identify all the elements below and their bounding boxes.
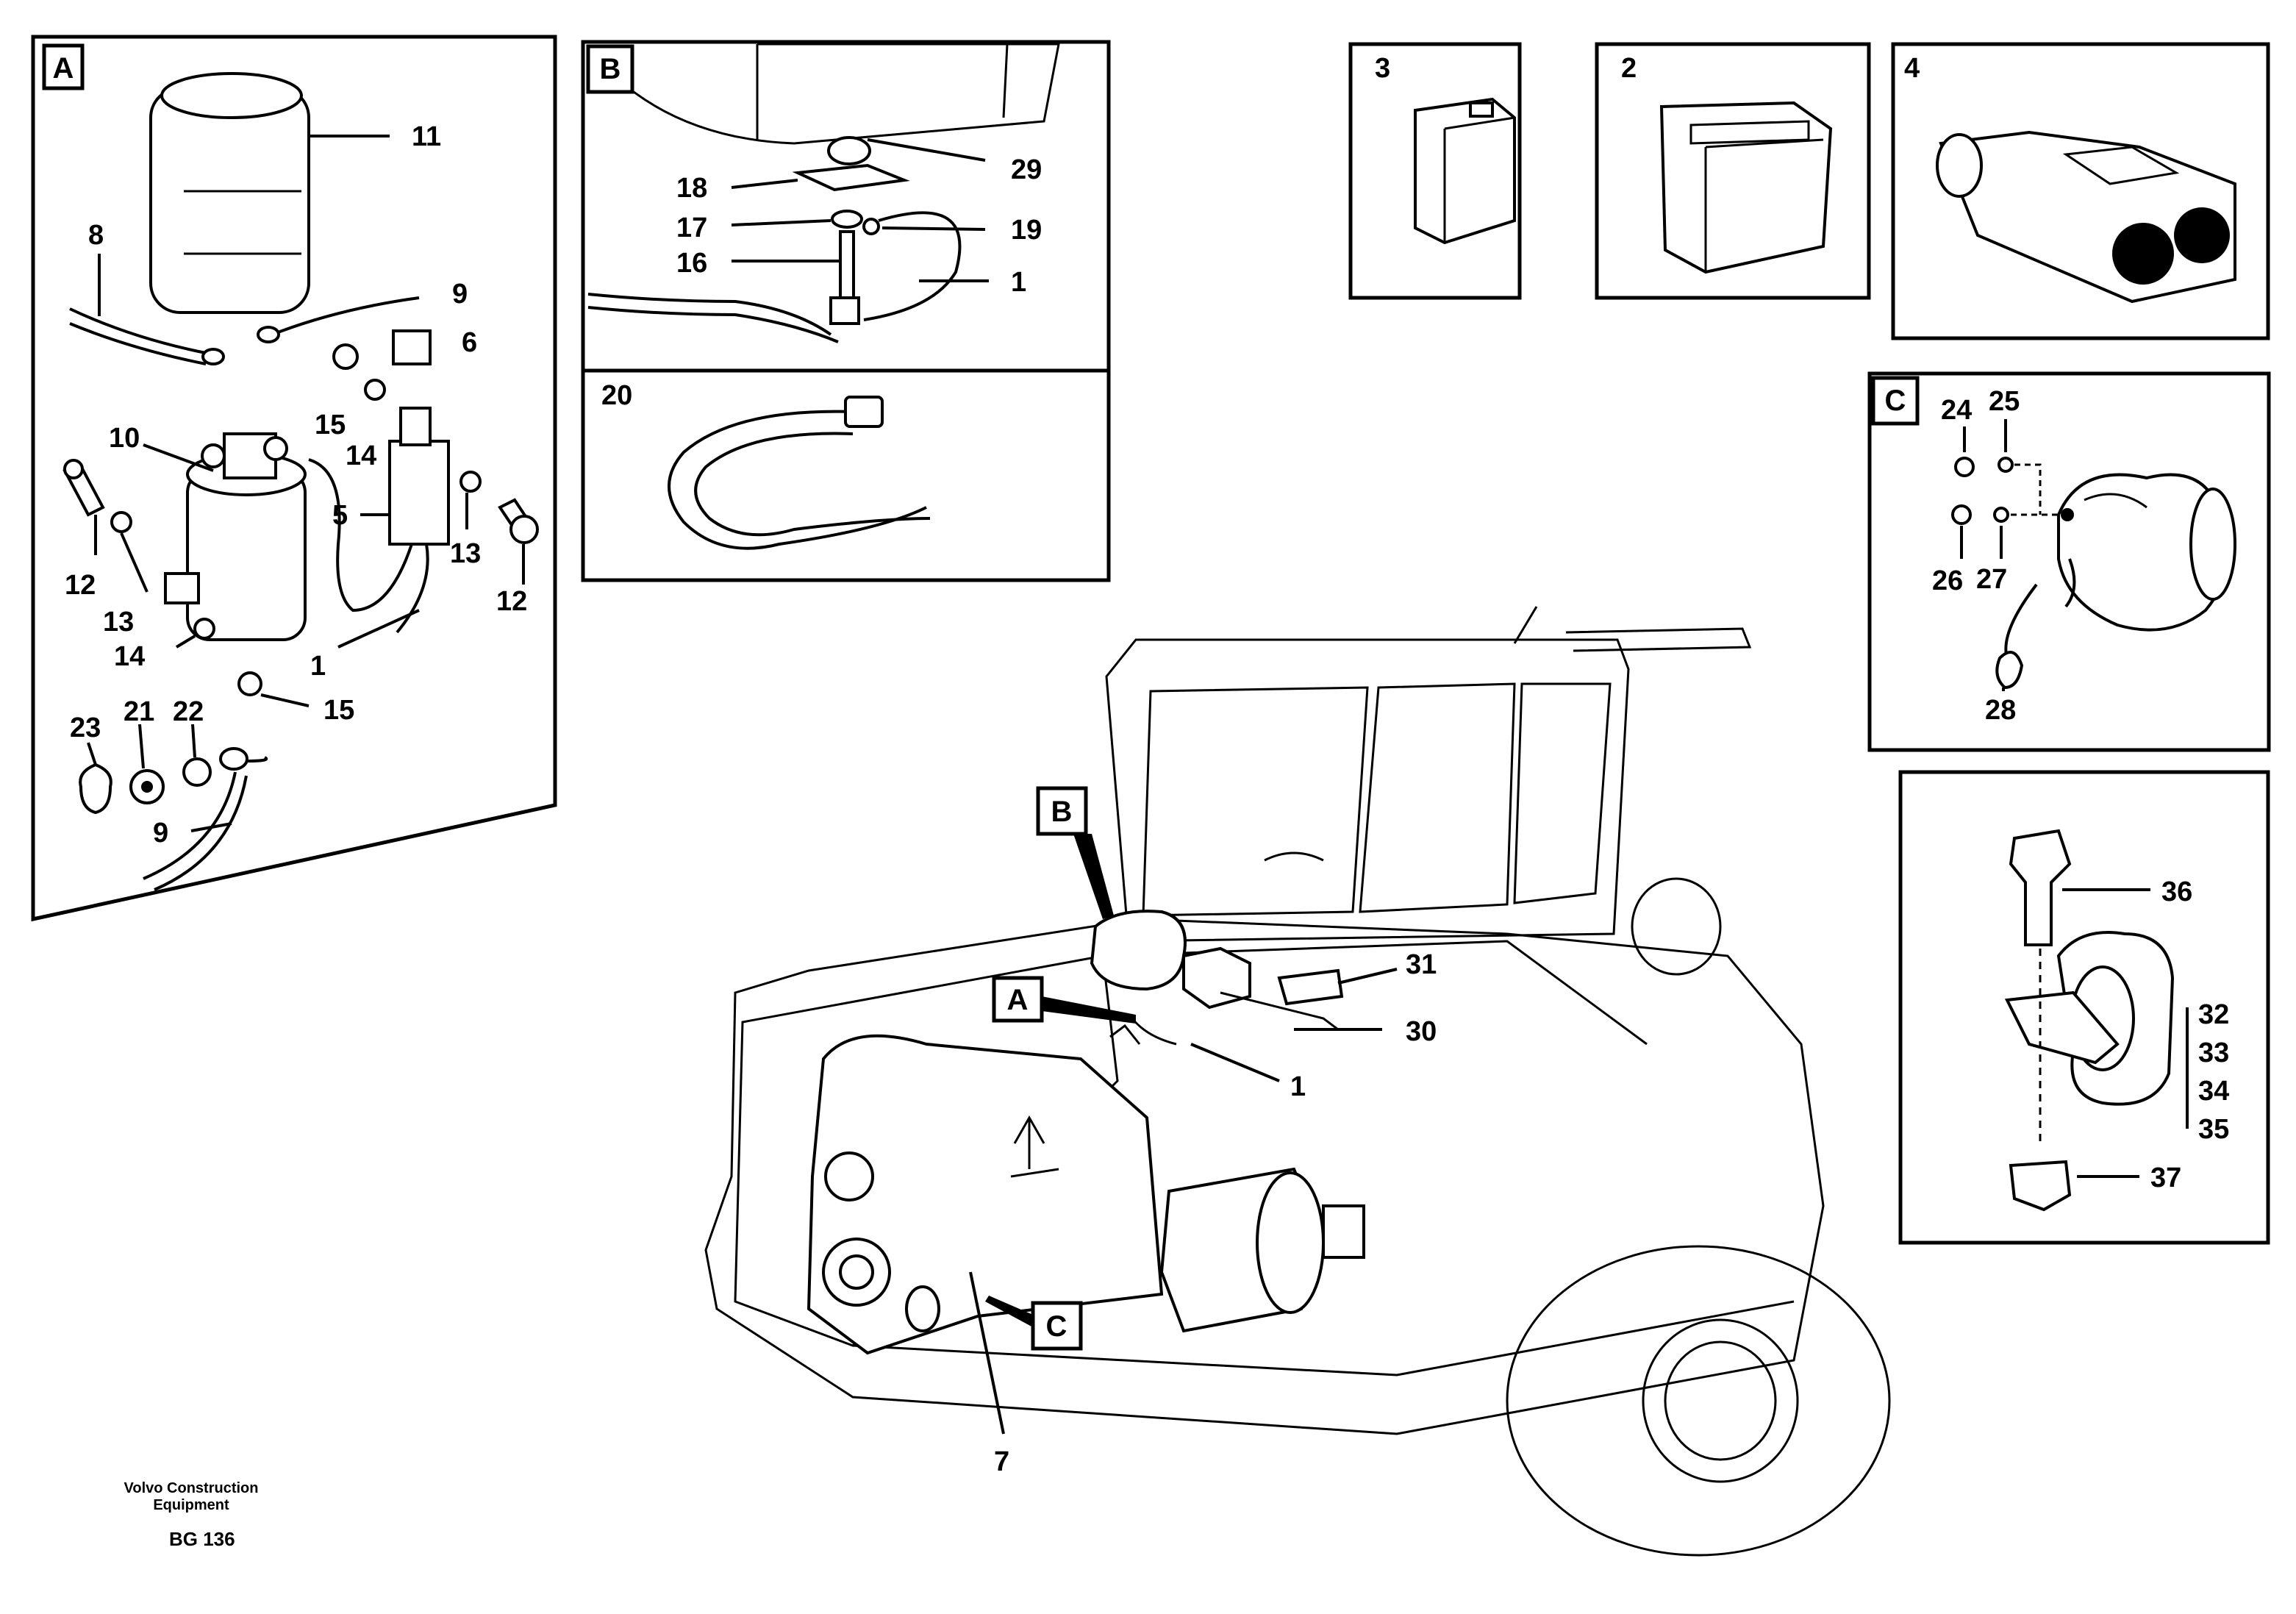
- main-callout-7: 7: [994, 1446, 1009, 1477]
- callout-a-22: 22: [173, 696, 204, 727]
- callout-a-10: 10: [109, 423, 140, 454]
- callout-a-9-top: 9: [452, 279, 468, 310]
- callout-mount-37: 37: [2150, 1163, 2181, 1193]
- panel-strap: 20: [581, 368, 1111, 582]
- panel-c: C 24 25 26 27 28: [1867, 371, 2271, 752]
- company-name-line1: Volvo Construction: [124, 1480, 259, 1496]
- relay-cover-illustration: [149, 72, 310, 314]
- callout-a-11: 11: [412, 121, 441, 152]
- main-callouts: B A C 31 30 1 7: [969, 786, 1437, 1477]
- main-callout-1: 1: [1290, 1071, 1306, 1102]
- footer: Volvo Construction Equipment BG 136: [124, 1480, 259, 1550]
- callout-a-14-top: 14: [346, 440, 376, 471]
- main-machine-illustration: [704, 606, 1891, 1557]
- main-tag-b: B: [1051, 796, 1073, 828]
- callout-a-12-left: 12: [65, 570, 96, 601]
- callout-a-21: 21: [124, 696, 154, 727]
- panel-a-tag: A: [53, 52, 74, 85]
- callout-a-12-right: 12: [496, 586, 527, 617]
- panel-b: B 29 18 17 19 16 1: [581, 40, 1111, 373]
- callout-b-1: 1: [1011, 267, 1026, 298]
- callout-a-13-right: 13: [450, 538, 481, 569]
- callout-a-9-bottom: 9: [153, 818, 168, 849]
- callout-mount-36: 36: [2161, 876, 2192, 907]
- panel-connector-4: 4: [1891, 42, 2270, 340]
- callout-mount-34: 34: [2198, 1076, 2229, 1107]
- callout-b-29: 29: [1011, 154, 1042, 185]
- callout-a-8: 8: [88, 220, 104, 251]
- connector-4-number: 4: [1904, 53, 1920, 84]
- main-tag-c: C: [1046, 1310, 1067, 1343]
- connector-2-number: 2: [1621, 53, 1637, 84]
- callout-c-26: 26: [1932, 565, 1963, 596]
- callout-b-19: 19: [1011, 215, 1042, 246]
- panel-connector-2: 2: [1595, 42, 1871, 300]
- alternator-illustration: [2057, 473, 2236, 632]
- callout-c-24: 24: [1941, 395, 1972, 426]
- callout-b-17: 17: [676, 213, 707, 243]
- callout-a-6: 6: [462, 327, 477, 358]
- company-name-line2: Equipment: [153, 1497, 229, 1513]
- panel-a: A 11 8 9 10 6: [31, 35, 557, 922]
- callout-a-15-top: 15: [315, 410, 346, 440]
- callout-a-23: 23: [70, 713, 101, 743]
- callout-b-18: 18: [676, 173, 707, 204]
- drawing-reference: BG 136: [169, 1528, 235, 1550]
- relay-body-illustration: [164, 432, 307, 641]
- main-callout-30: 30: [1406, 1016, 1437, 1047]
- callout-a-14-bottom: 14: [114, 641, 145, 672]
- connector-3-number: 3: [1375, 53, 1390, 84]
- callout-mount-32: 32: [2198, 999, 2229, 1030]
- callout-mount-35: 35: [2198, 1114, 2229, 1145]
- callout-a-15-bottom: 15: [323, 695, 354, 726]
- callout-c-28: 28: [1985, 695, 2016, 726]
- callout-strap-20: 20: [601, 380, 632, 411]
- main-tag-a: A: [1007, 984, 1029, 1016]
- main-callout-31: 31: [1406, 949, 1437, 980]
- panel-b-tag: B: [600, 53, 621, 85]
- callout-a-1: 1: [310, 651, 326, 682]
- callout-a-13-left: 13: [103, 607, 134, 638]
- panel-mount: 36 32 33 34 35 37: [1898, 770, 2270, 1245]
- callout-c-25: 25: [1989, 386, 2020, 417]
- callout-b-16: 16: [676, 248, 707, 279]
- panel-connector-3: 3: [1348, 42, 1522, 300]
- callout-c-27: 27: [1976, 564, 2007, 595]
- panel-c-tag: C: [1885, 385, 1906, 417]
- callout-mount-33: 33: [2198, 1038, 2229, 1068]
